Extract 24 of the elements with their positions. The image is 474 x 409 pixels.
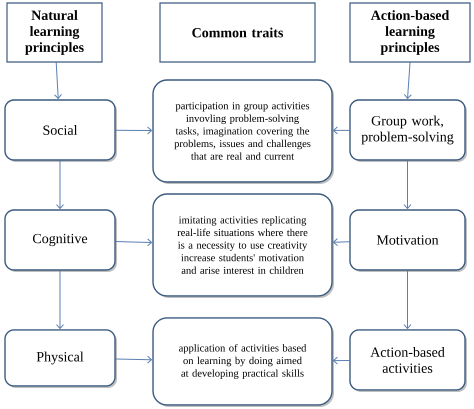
arrow [404,62,412,100]
arrow [54,62,62,100]
arrow [332,356,350,365]
header-box: Common traits [159,2,316,63]
process-box: Cognitive [4,209,117,272]
process-box: Motivation [349,209,467,272]
header-box: Natural learning principles [6,2,103,63]
arrow [404,160,412,210]
arrow [115,126,152,134]
arrow [115,238,152,246]
description-box: application of activities based on learning by doing aimed at developing practical skills [152,317,334,407]
process-box: Physical [4,329,117,388]
header-box: Action-based learning principles [349,2,471,63]
process-box: Social [4,99,117,162]
arrow [56,160,64,210]
arrow [332,126,350,134]
description-box: imitating activities replicating real-life situations where there is a necessity to use creativity increase students' motivation and arise interest in children [152,193,334,298]
process-box: Action-based activities [349,329,467,392]
arrow [56,270,64,330]
process-box: Group work, problem-solving [349,99,467,162]
arrow [332,238,350,246]
arrow [115,356,152,364]
description-box: participation in group activities invovling problem-solving tasks, imagination covering the problems, issues and challenges that are real and current [152,79,334,184]
arrow [404,270,412,330]
